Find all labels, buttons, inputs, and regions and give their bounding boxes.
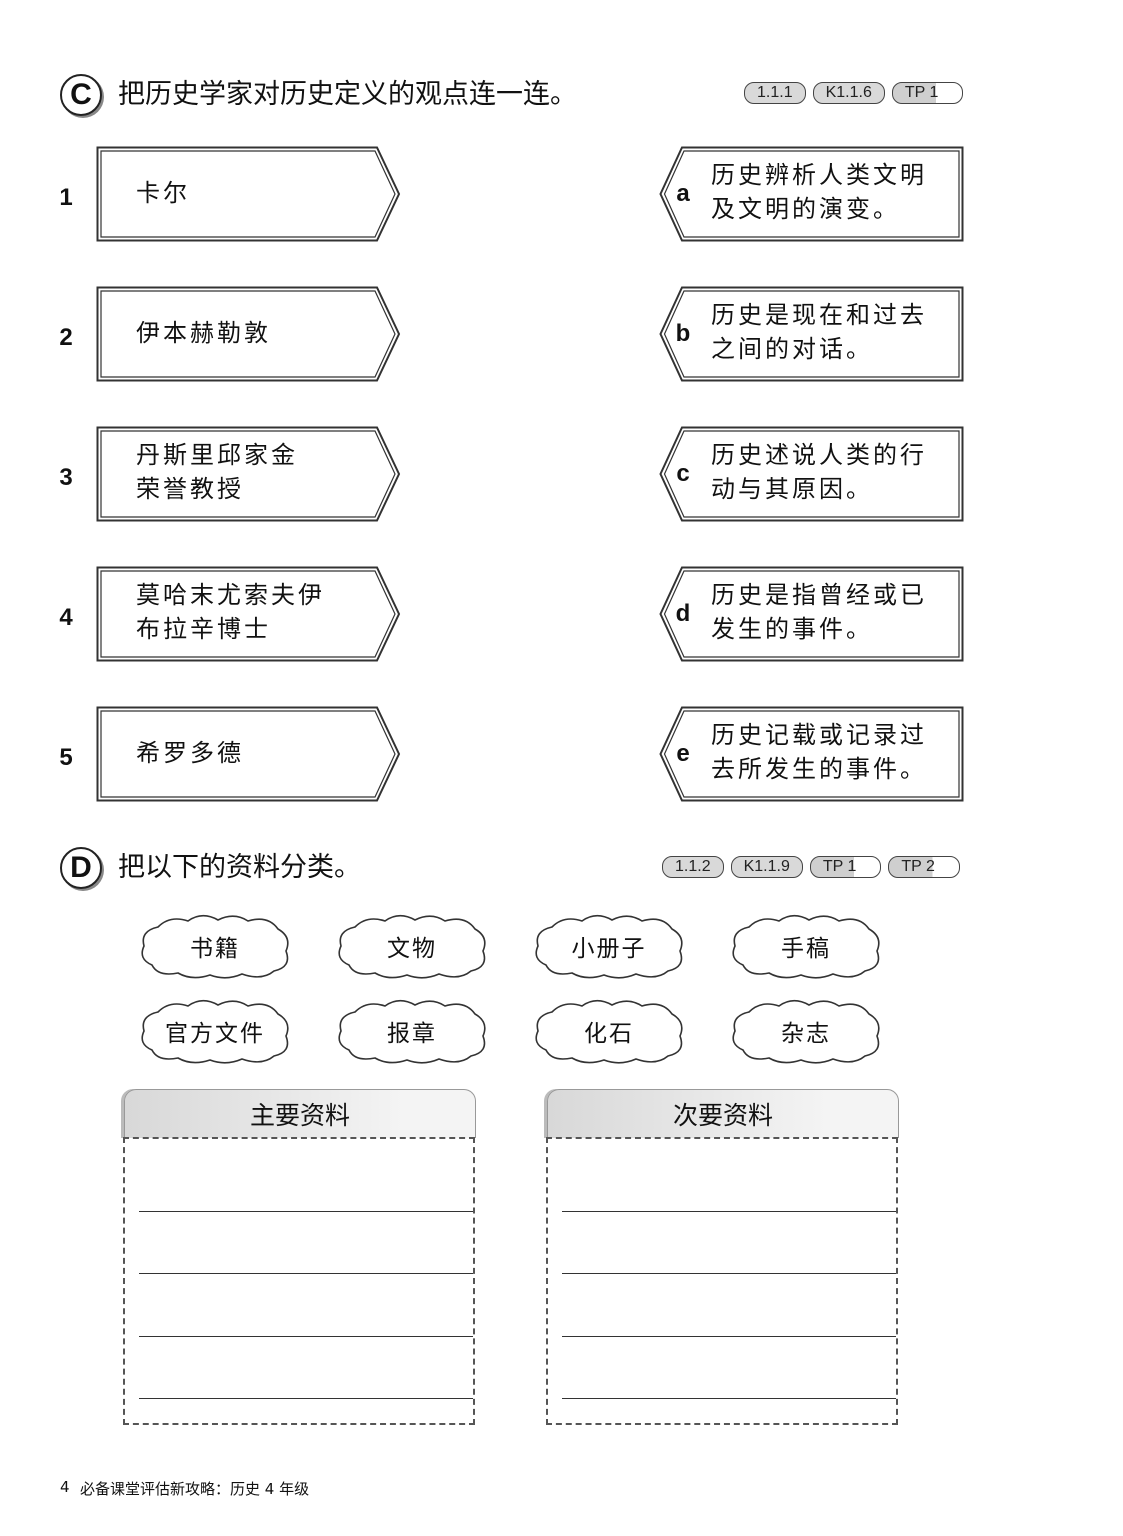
source-cloud[interactable]: 报章 <box>335 998 489 1064</box>
secondary-sources-answer-box[interactable] <box>546 1137 898 1425</box>
definition-text: 历史述说人类的行动与其原因。 <box>711 441 927 503</box>
answer-line[interactable] <box>139 1273 473 1274</box>
historian-name: 丹斯里邱家金荣誉教授 <box>136 441 298 503</box>
section-c-title: 把历史学家对历史定义的观点连一连。 <box>118 79 577 110</box>
historian-name: 卡尔 <box>136 179 190 207</box>
arrow-box-shape <box>96 566 401 662</box>
footer-book-title: 必备课堂评估新攻略：历史 4 年级 <box>80 1480 310 1498</box>
cloud-shape <box>732 999 880 1064</box>
definition-letter: a <box>676 180 690 207</box>
definition-box-a[interactable]: a 历史辨析人类文明及文明的演变。 <box>659 146 964 242</box>
historian-number-2: 2 <box>59 324 73 351</box>
cloud-shape <box>338 999 486 1064</box>
section-d-title: 把以下的资料分类。 <box>118 852 361 883</box>
section-d-letter: D <box>70 851 92 884</box>
primary-sources-answer-box[interactable] <box>123 1137 475 1425</box>
primary-sources-header: 主要资料 <box>124 1089 476 1138</box>
arrow-box-shape <box>96 706 401 802</box>
definition-box-c[interactable]: c 历史述说人类的行动与其原因。 <box>659 426 964 522</box>
cloud-shape <box>732 914 880 979</box>
answer-line[interactable] <box>139 1398 473 1399</box>
arrow-box-shape <box>659 566 964 662</box>
answer-line[interactable] <box>562 1273 896 1274</box>
source-cloud[interactable]: 杂志 <box>729 998 883 1064</box>
tag-tp2: TP 2 <box>888 856 960 878</box>
source-cloud[interactable]: 小册子 <box>532 913 686 979</box>
tag-learning-standard: K1.1.6 <box>812 82 885 104</box>
historian-name: 伊本赫勒敦 <box>136 319 271 347</box>
arrow-box-shape <box>659 426 964 522</box>
source-cloud[interactable]: 手稿 <box>729 913 883 979</box>
historian-number-5: 5 <box>59 744 73 771</box>
definition-text: 历史记载或记录过去所发生的事件。 <box>711 721 927 783</box>
source-cloud[interactable]: 官方文件 <box>138 998 292 1064</box>
historian-name: 希罗多德 <box>136 739 244 767</box>
source-label: 小册子 <box>571 936 647 962</box>
secondary-sources-header: 次要资料 <box>547 1089 899 1138</box>
tag-tp1: TP 1 <box>891 82 964 104</box>
definition-box-e[interactable]: e 历史记载或记录过去所发生的事件。 <box>659 706 964 802</box>
historian-box-3[interactable]: 丹斯里邱家金荣誉教授 <box>96 426 401 522</box>
arrow-box-shape <box>659 146 964 242</box>
definition-letter: b <box>675 320 691 347</box>
historian-box-5[interactable]: 希罗多德 <box>96 706 401 802</box>
tag-standard: 1.1.2 <box>662 856 724 878</box>
source-label: 化石 <box>584 1021 634 1047</box>
cloud-shape <box>535 914 683 979</box>
source-cloud[interactable]: 文物 <box>335 913 489 979</box>
source-label: 杂志 <box>781 1021 831 1047</box>
source-cloud[interactable]: 化石 <box>532 998 686 1064</box>
section-d-tags: 1.1.2 K1.1.9 TP 1 TP 2 <box>662 856 960 878</box>
arrow-box-shape <box>96 286 401 382</box>
arrow-box-shape <box>96 426 401 522</box>
definition-letter: e <box>676 740 690 767</box>
arrow-box-shape <box>659 286 964 382</box>
source-label: 手稿 <box>781 936 831 962</box>
historian-number-3: 3 <box>59 464 73 491</box>
cloud-shape <box>338 914 486 979</box>
source-label: 报章 <box>387 1021 437 1047</box>
source-cloud[interactable]: 书籍 <box>138 913 292 979</box>
cloud-shape <box>141 999 289 1064</box>
historian-box-4[interactable]: 莫哈末尤索夫伊布拉辛博士 <box>96 566 401 662</box>
definition-text: 历史是现在和过去之间的对话。 <box>711 301 927 363</box>
definition-letter: d <box>675 600 691 627</box>
historian-name: 莫哈末尤索夫伊布拉辛博士 <box>136 581 325 643</box>
cloud-shape <box>141 914 289 979</box>
historian-number-1: 1 <box>59 184 73 211</box>
historian-box-1[interactable]: 卡尔 <box>96 146 401 242</box>
answer-line[interactable] <box>139 1336 473 1337</box>
historian-number-4: 4 <box>59 604 73 631</box>
cloud-shape <box>535 999 683 1064</box>
tag-tp1: TP 1 <box>809 856 882 878</box>
source-label: 书籍 <box>190 936 240 962</box>
arrow-box-shape <box>659 706 964 802</box>
definition-box-b[interactable]: b 历史是现在和过去之间的对话。 <box>659 286 964 382</box>
tag-standard: 1.1.1 <box>744 82 806 104</box>
answer-line[interactable] <box>562 1211 896 1212</box>
section-c-letter: C <box>70 78 92 111</box>
arrow-box-shape <box>96 146 401 242</box>
definition-box-d[interactable]: d 历史是指曾经或已发生的事件。 <box>659 566 964 662</box>
definition-letter: c <box>676 460 690 487</box>
historian-box-2[interactable]: 伊本赫勒敦 <box>96 286 401 382</box>
source-label: 官方文件 <box>165 1021 265 1047</box>
section-c-tags: 1.1.1 K1.1.6 TP 1 <box>744 82 964 104</box>
answer-line[interactable] <box>562 1336 896 1337</box>
definition-text: 历史辨析人类文明及文明的演变。 <box>711 161 927 223</box>
page-number: 4 <box>60 1478 70 1496</box>
answer-line[interactable] <box>139 1211 473 1212</box>
answer-line[interactable] <box>562 1398 896 1399</box>
tag-learning-standard: K1.1.9 <box>730 856 803 878</box>
section-d-badge: D <box>60 847 102 889</box>
definition-text: 历史是指曾经或已发生的事件。 <box>711 581 927 643</box>
source-label: 文物 <box>387 936 437 962</box>
section-c-badge: C <box>60 74 102 116</box>
